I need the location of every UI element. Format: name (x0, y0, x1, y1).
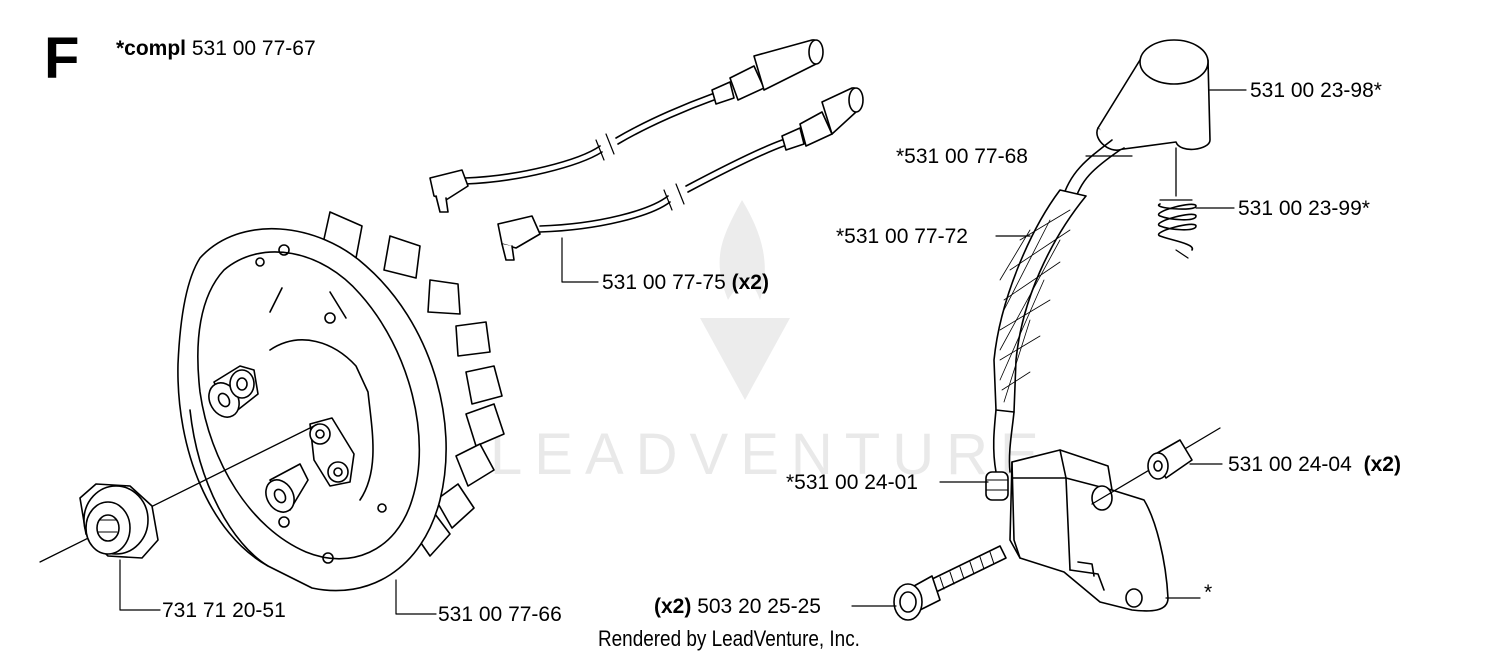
label-grommet: *531 00 24-01 (786, 471, 918, 494)
flywheel-hole (322, 552, 334, 564)
spacer-number: 531 00 24-04 (1228, 453, 1352, 476)
kit-prefix: *compl (116, 37, 187, 60)
coil-screw (893, 545, 1007, 621)
ignition-cable (992, 139, 1121, 473)
label-spring: 531 00 23-99* (1238, 197, 1370, 220)
spacer-qty: (x2) (1363, 453, 1401, 476)
cable-sleeve (993, 189, 1087, 413)
shaft-axis (39, 423, 319, 563)
flywheel-boss (265, 463, 309, 513)
flywheel-inner-ring (197, 251, 421, 560)
label-coil: * (1204, 581, 1213, 604)
footer-credit: Rendered by LeadVenture, Inc. (598, 626, 860, 651)
wires-number: 531 00 77-75 (602, 271, 726, 294)
flywheel-hole (324, 312, 336, 324)
label-cable-68: *531 00 77-68 (896, 145, 1028, 168)
flywheel-hub (309, 417, 355, 487)
label-wires: 531 00 77-75 (x2) (602, 272, 769, 293)
label-flywheel: 531 00 77-66 (438, 603, 562, 626)
watermark-logo (700, 200, 790, 400)
leader-lines (119, 89, 1247, 615)
flywheel-fins (321, 211, 505, 557)
wires-qty: (x2) (731, 271, 769, 294)
spacer (1147, 439, 1193, 480)
label-screw: (x2) 503 20 25-25 (654, 596, 821, 617)
flywheel-boss (208, 365, 259, 418)
flywheel-nut (79, 483, 159, 559)
section-letter: F (44, 26, 80, 91)
watermark-text: LEADVENTURE (490, 422, 1051, 487)
label-nut: 731 71 20-51 (162, 599, 286, 622)
flywheel (177, 211, 505, 592)
screw-qty: (x2) (654, 595, 692, 618)
flywheel-hole (377, 503, 387, 513)
flywheel-hole (278, 516, 290, 528)
boot-spring (1157, 147, 1197, 259)
kit-number: 531 00 77-67 (191, 37, 316, 60)
kit-label: *compl 531 00 77-67 (116, 38, 316, 59)
spark-plug-boot (1096, 39, 1211, 151)
label-cable-72: *531 00 77-72 (836, 225, 968, 248)
ignition-coil (1009, 449, 1169, 612)
ignition-wire-upper (429, 39, 824, 213)
label-boot: 531 00 23-98* (1250, 79, 1382, 102)
screw-number: 503 20 25-25 (697, 595, 821, 618)
flywheel-hole (278, 244, 290, 256)
cable-grommet (985, 471, 1009, 501)
flywheel-hole (255, 257, 265, 267)
ignition-wire-lower (497, 87, 864, 261)
label-spacer: 531 00 24-04 (x2) (1228, 454, 1401, 475)
